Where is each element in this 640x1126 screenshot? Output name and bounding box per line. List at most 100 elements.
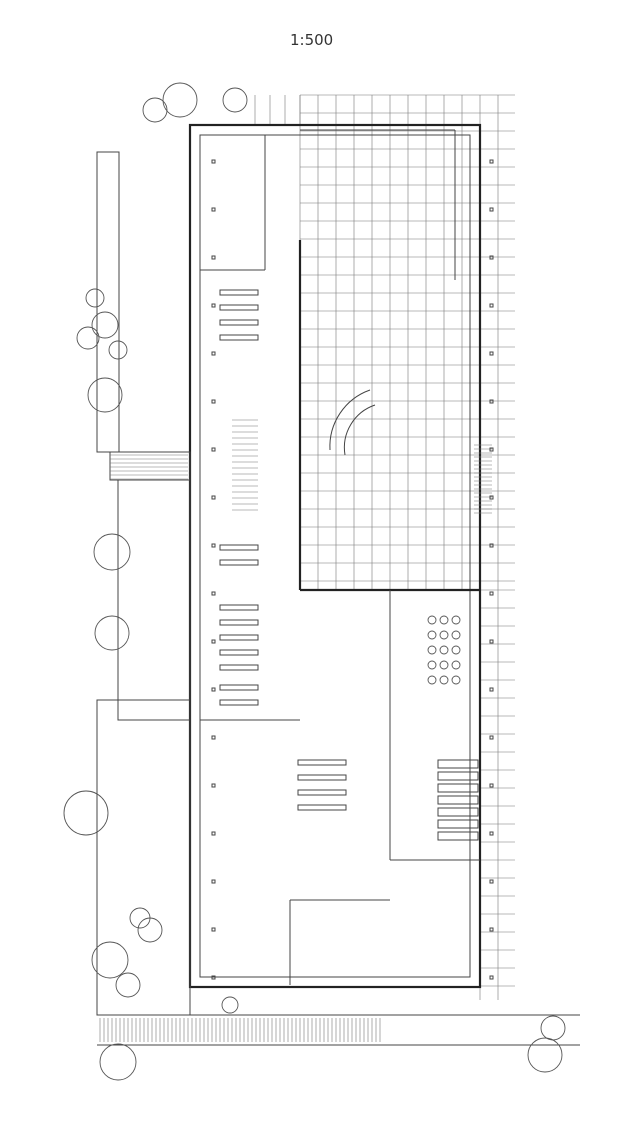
column bbox=[489, 495, 494, 500]
seat bbox=[427, 630, 437, 640]
tree bbox=[162, 82, 198, 118]
table bbox=[437, 795, 479, 805]
shelf bbox=[219, 699, 259, 706]
table bbox=[437, 759, 479, 769]
table bbox=[437, 819, 479, 829]
shelf bbox=[219, 684, 259, 691]
seat bbox=[451, 675, 461, 685]
tree bbox=[222, 87, 248, 113]
tree bbox=[115, 972, 141, 998]
seat bbox=[451, 615, 461, 625]
column bbox=[489, 879, 494, 884]
shelf bbox=[219, 319, 259, 326]
shelf bbox=[297, 804, 347, 811]
column bbox=[489, 303, 494, 308]
tree bbox=[221, 996, 239, 1014]
shelf bbox=[297, 774, 347, 781]
scale-label: 1:500 bbox=[290, 31, 334, 49]
table bbox=[437, 771, 479, 781]
column bbox=[489, 159, 494, 164]
seat bbox=[439, 675, 449, 685]
column bbox=[211, 207, 216, 212]
column bbox=[211, 831, 216, 836]
shelf bbox=[219, 649, 259, 656]
column bbox=[489, 831, 494, 836]
shelf bbox=[219, 304, 259, 311]
shelf bbox=[297, 789, 347, 796]
column bbox=[211, 591, 216, 596]
column bbox=[489, 351, 494, 356]
tree bbox=[63, 790, 109, 836]
tree bbox=[527, 1037, 563, 1073]
grid-paving bbox=[254, 94, 515, 1000]
column bbox=[211, 927, 216, 932]
seat bbox=[427, 615, 437, 625]
tree bbox=[91, 311, 119, 339]
table bbox=[437, 807, 479, 817]
trees bbox=[63, 82, 566, 1081]
shelving bbox=[219, 289, 479, 841]
column bbox=[211, 687, 216, 692]
shelf bbox=[219, 619, 259, 626]
column bbox=[489, 255, 494, 260]
building-outline bbox=[188, 123, 482, 989]
tree bbox=[87, 377, 123, 413]
column bbox=[489, 447, 494, 452]
tree bbox=[99, 1043, 137, 1081]
columns bbox=[211, 159, 494, 980]
tree bbox=[85, 288, 105, 308]
column bbox=[489, 735, 494, 740]
column bbox=[211, 975, 216, 980]
shelf bbox=[219, 559, 259, 566]
column bbox=[211, 783, 216, 788]
column bbox=[211, 495, 216, 500]
column bbox=[211, 399, 216, 404]
column bbox=[211, 639, 216, 644]
column bbox=[489, 927, 494, 932]
column bbox=[211, 735, 216, 740]
shelf bbox=[219, 664, 259, 671]
seat bbox=[427, 660, 437, 670]
column bbox=[211, 303, 216, 308]
tree bbox=[94, 615, 130, 651]
column bbox=[211, 447, 216, 452]
left-terrace bbox=[96, 151, 580, 1046]
seat bbox=[451, 630, 461, 640]
column bbox=[211, 255, 216, 260]
column bbox=[489, 207, 494, 212]
column bbox=[211, 159, 216, 164]
seat bbox=[439, 615, 449, 625]
tree bbox=[540, 1015, 566, 1041]
table bbox=[437, 783, 479, 793]
column bbox=[211, 879, 216, 884]
curved-stair bbox=[329, 389, 376, 456]
column bbox=[489, 975, 494, 980]
shelf bbox=[297, 759, 347, 766]
seat bbox=[439, 630, 449, 640]
tree bbox=[76, 326, 100, 350]
column bbox=[489, 399, 494, 404]
column bbox=[489, 783, 494, 788]
shelf bbox=[219, 334, 259, 341]
tree bbox=[91, 941, 129, 979]
table bbox=[437, 831, 479, 841]
seat bbox=[439, 645, 449, 655]
shelf bbox=[219, 289, 259, 296]
shelf bbox=[219, 604, 259, 611]
seat bbox=[427, 675, 437, 685]
column bbox=[211, 543, 216, 548]
shelf bbox=[219, 544, 259, 551]
seat bbox=[427, 645, 437, 655]
seat bbox=[439, 660, 449, 670]
column bbox=[489, 639, 494, 644]
tree bbox=[108, 340, 128, 360]
column bbox=[489, 591, 494, 596]
tree bbox=[142, 97, 168, 123]
column bbox=[489, 687, 494, 692]
seat bbox=[451, 660, 461, 670]
tree bbox=[137, 917, 163, 943]
stairs bbox=[99, 419, 492, 1042]
shelf bbox=[219, 634, 259, 641]
column bbox=[211, 351, 216, 356]
